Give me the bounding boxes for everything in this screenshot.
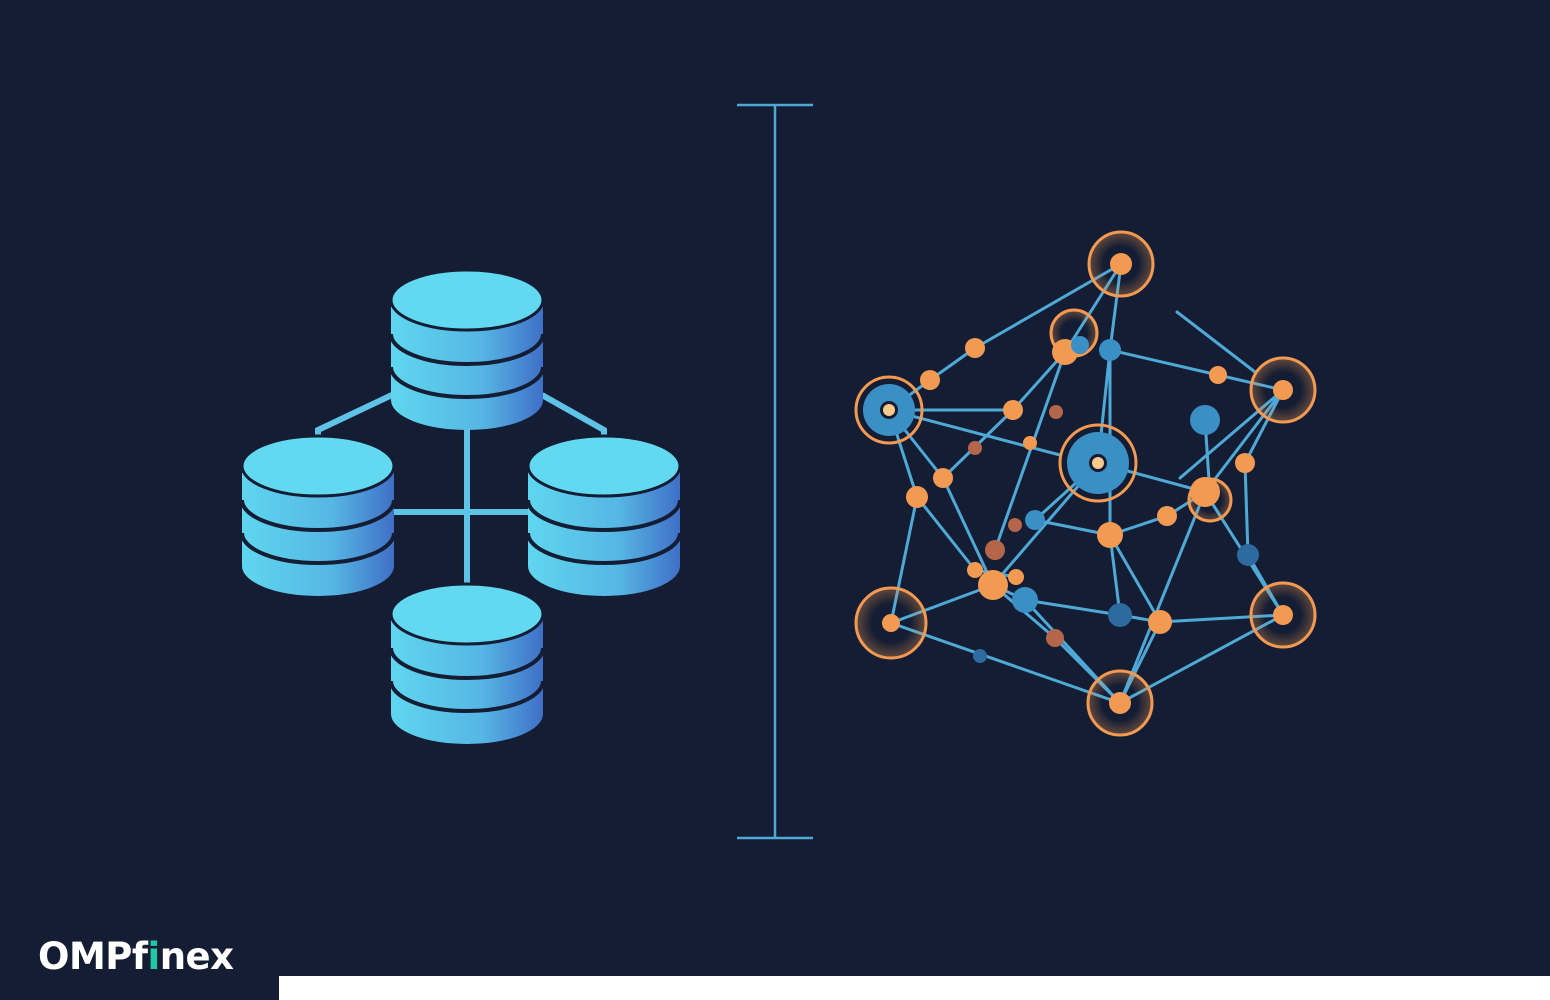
bottom-bar (279, 976, 1550, 1000)
network-node (1237, 544, 1259, 566)
network-edge (915, 495, 977, 572)
network-edge (889, 621, 1122, 705)
network-node (985, 540, 1005, 560)
database-cylinder-icon (240, 434, 396, 596)
network-edge (1108, 348, 1220, 377)
network-hub-node (1249, 356, 1317, 424)
network-node (1023, 436, 1037, 450)
network-edge (1108, 533, 1162, 624)
network-hub-node (1086, 669, 1154, 737)
network-node (1049, 405, 1063, 419)
network-node (965, 338, 985, 358)
network-nodes (854, 230, 1317, 737)
network-central-node (854, 375, 924, 445)
network-hub-node (1249, 581, 1317, 649)
network-edge (941, 476, 995, 587)
brand-logo: OMPfinex (38, 938, 234, 975)
network-edge (1118, 490, 1207, 705)
network-hub-node (1087, 230, 1155, 298)
network-node (1099, 339, 1121, 361)
network-node (973, 649, 987, 663)
network-node (1012, 587, 1038, 613)
network-node (1097, 522, 1123, 548)
network-edge (993, 350, 1067, 552)
network-node (1190, 405, 1220, 435)
database-cylinder-icon (389, 582, 545, 744)
network-edge (1243, 461, 1250, 557)
network-central-node (1058, 423, 1138, 503)
network-edge (1023, 598, 1122, 617)
logo-text-accent: i (147, 935, 161, 978)
network-node (967, 562, 983, 578)
network-node (906, 486, 928, 508)
database-cluster-icon (240, 268, 682, 744)
network-graph-icon (854, 230, 1317, 737)
database-cylinder-icon (526, 434, 682, 596)
network-node (1008, 569, 1024, 585)
network-edge (1108, 533, 1122, 617)
network-node (1108, 603, 1132, 627)
network-node (1008, 518, 1022, 532)
network-hub-node (854, 586, 928, 660)
network-node (978, 570, 1008, 600)
network-node (1025, 510, 1045, 530)
center-divider (737, 103, 813, 840)
network-node (1071, 336, 1089, 354)
network-node (1157, 506, 1177, 526)
network-node (933, 468, 953, 488)
network-node (1003, 400, 1023, 420)
network-node (920, 370, 940, 390)
network-node (1235, 453, 1255, 473)
logo-text-part2: f (131, 935, 148, 978)
network-node (968, 441, 982, 455)
network-node (1046, 629, 1064, 647)
network-node (1209, 366, 1227, 384)
database-cylinder-icon (389, 268, 545, 430)
logo-text-part1: OMP (38, 935, 132, 978)
network-edge (1175, 310, 1257, 374)
logo-text-part3: nex (159, 935, 234, 978)
network-node (1148, 610, 1172, 634)
database-cylinders (240, 268, 682, 744)
network-node (1190, 477, 1220, 507)
